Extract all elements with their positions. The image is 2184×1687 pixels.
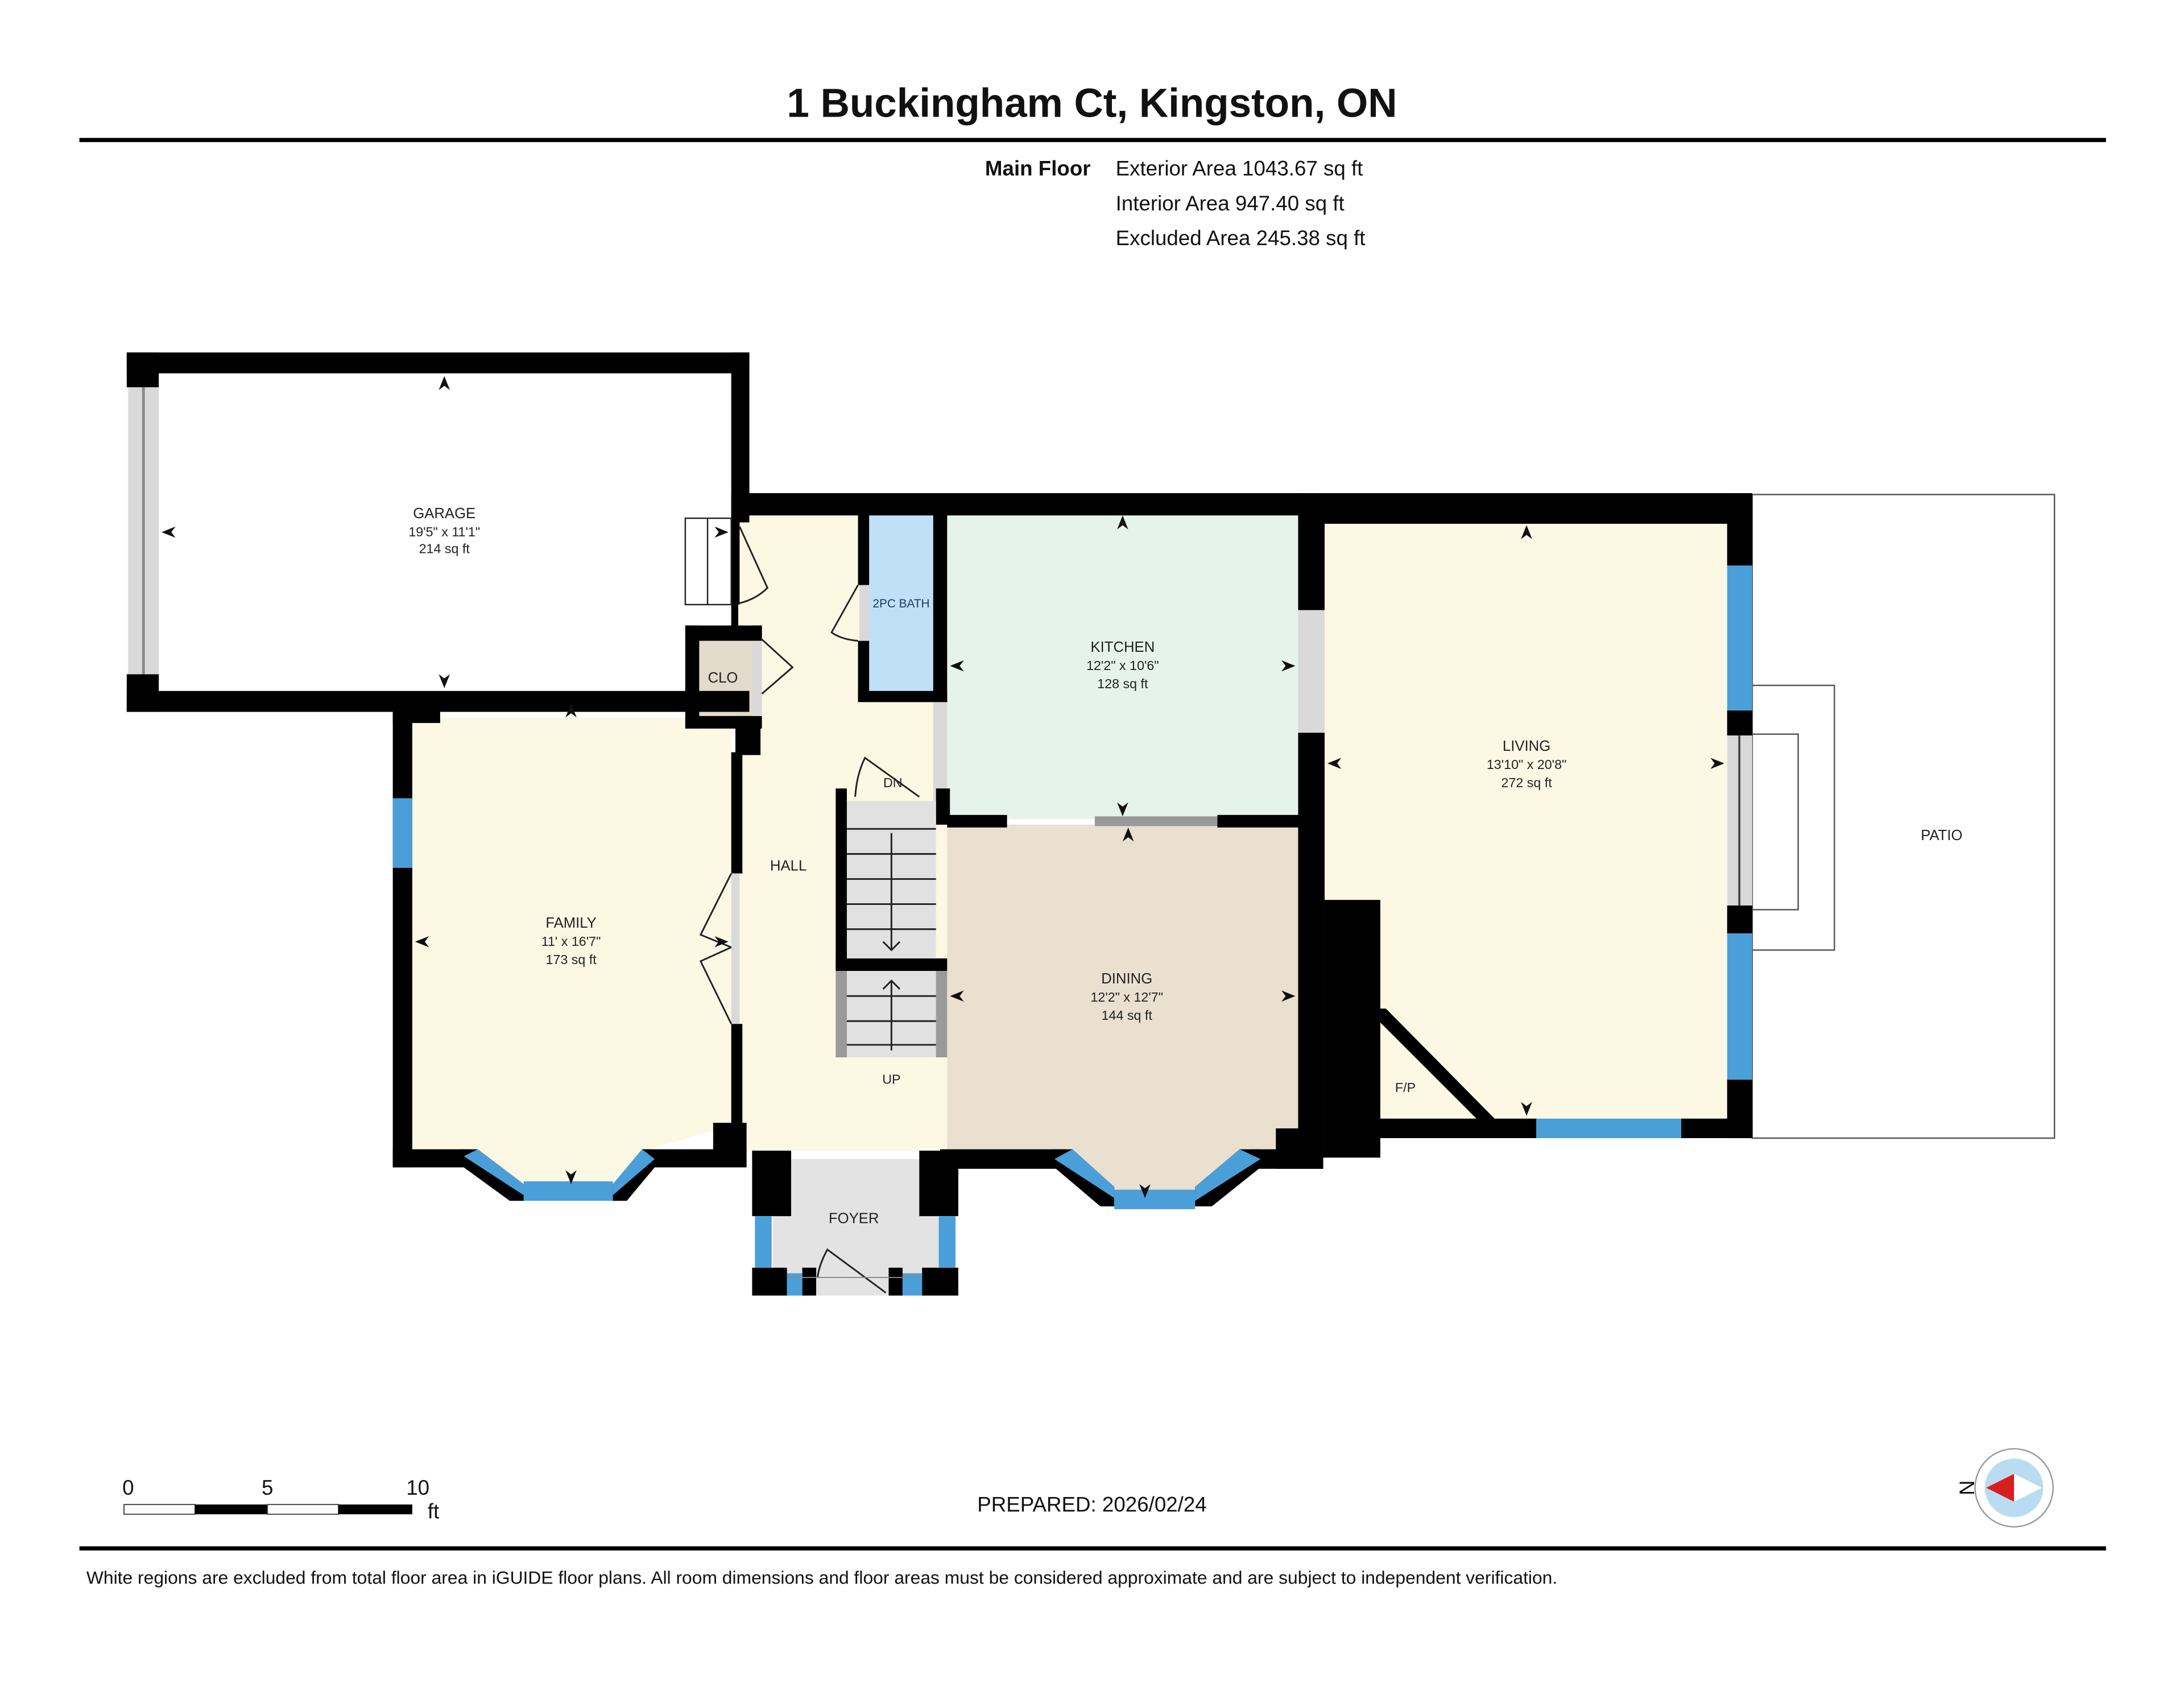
room-dims: 12'2" x 10'6" (1086, 658, 1159, 673)
stairs-up-label: UP (882, 1072, 900, 1086)
door-garage-hall[interactable] (739, 526, 769, 604)
room-garage-fill (159, 373, 731, 691)
room-dims: 13'10" x 20'8" (1487, 757, 1566, 772)
patio (1751, 494, 2055, 1139)
room-name: FAMILY (545, 915, 597, 931)
staircase[interactable]: DN UP (835, 775, 948, 1087)
room-area: 173 sq ft (545, 952, 597, 967)
window-living-east-1 (1727, 565, 1752, 711)
dimension-arrows (162, 376, 1724, 1198)
walls (126, 352, 1752, 1296)
room-area: 144 sq ft (1102, 1008, 1153, 1023)
page-title: 1 Buckingham Ct, Kingston, ON (787, 81, 1397, 126)
scale-label-0: 0 (122, 1476, 134, 1499)
scale-unit: ft (428, 1500, 439, 1523)
footer-divider (79, 1546, 2106, 1550)
room-closet[interactable]: CLO (708, 670, 738, 686)
floor-label: Main Floor (985, 157, 1091, 180)
window-living-south (1536, 1118, 1681, 1139)
door-family-2[interactable] (699, 946, 733, 1024)
windows (392, 565, 1752, 1296)
door-front[interactable] (817, 1248, 887, 1294)
scale-bar: 0 5 10 ft (122, 1476, 439, 1523)
room-fireplace: F/P (1395, 1080, 1416, 1095)
room-name: GARAGE (413, 506, 475, 522)
door-basement[interactable] (854, 756, 920, 798)
window-dining-bay (1114, 1189, 1196, 1209)
room-patio[interactable]: PATIO (1921, 828, 1962, 844)
room-kitchen[interactable]: KITCHEN 12'2" x 10'6" 128 sq ft (1086, 639, 1159, 691)
room-area: 214 sq ft (419, 541, 470, 556)
north-arrow-icon: N (1955, 1448, 2054, 1528)
interior-area: Interior Area 947.40 sq ft (1116, 192, 1345, 215)
room-dining[interactable]: DINING 12'2" x 12'7" 144 sq ft (1090, 971, 1163, 1023)
window-living-east-2 (1727, 933, 1752, 1080)
door-closet[interactable] (761, 639, 794, 694)
header-divider (79, 138, 2106, 142)
room-family-fill (412, 717, 731, 1187)
room-name: LIVING (1503, 738, 1550, 754)
room-area: 272 sq ft (1501, 775, 1552, 790)
scale-label-10: 10 (406, 1476, 429, 1499)
room-foyer[interactable]: FOYER (829, 1210, 879, 1226)
excluded-area: Excluded Area 245.38 sq ft (1116, 226, 1366, 250)
room-labels: GARAGE 19'5" x 11'1" 214 sq ft KITCHEN 1… (408, 506, 1962, 1226)
compass-north-label: N (1955, 1480, 1979, 1495)
room-bath[interactable]: 2PC BATH (872, 597, 929, 610)
room-fills (159, 373, 1727, 1288)
room-living[interactable]: LIVING 13'10" x 20'8" 272 sq ft (1487, 738, 1566, 790)
room-name: KITCHEN (1090, 639, 1155, 655)
footer-disclaimer: White regions are excluded from total fl… (86, 1568, 1557, 1588)
room-foyer-fill (773, 1159, 941, 1288)
room-area: 128 sq ft (1097, 676, 1148, 691)
patio-outline (1751, 494, 2055, 1139)
room-living-fill (1323, 522, 1727, 1122)
window-foyer-east (938, 1216, 956, 1268)
door-bath[interactable] (830, 584, 859, 642)
exterior-area: Exterior Area 1043.67 sq ft (1116, 157, 1363, 180)
window-family-west (392, 798, 412, 868)
window-foyer-west (755, 1216, 772, 1268)
scale-label-5: 5 (262, 1476, 273, 1499)
room-dims: 12'2" x 12'7" (1090, 990, 1163, 1004)
room-name: DINING (1101, 971, 1152, 987)
room-hall[interactable]: HALL (770, 858, 806, 874)
room-dims: 19'5" x 11'1" (408, 524, 480, 539)
room-bath-fill (869, 515, 933, 694)
room-kitchen-fill (947, 512, 1298, 820)
room-garage[interactable]: GARAGE 19'5" x 11'1" 214 sq ft (408, 506, 480, 556)
window-family-bay (523, 1181, 613, 1201)
prepared-date: PREPARED: 2026/02/24 (977, 1492, 1206, 1516)
room-family[interactable]: FAMILY 11' x 16'7" 173 sq ft (541, 915, 601, 967)
room-dims: 11' x 16'7" (541, 934, 601, 949)
room-dining-fill (947, 824, 1298, 1196)
